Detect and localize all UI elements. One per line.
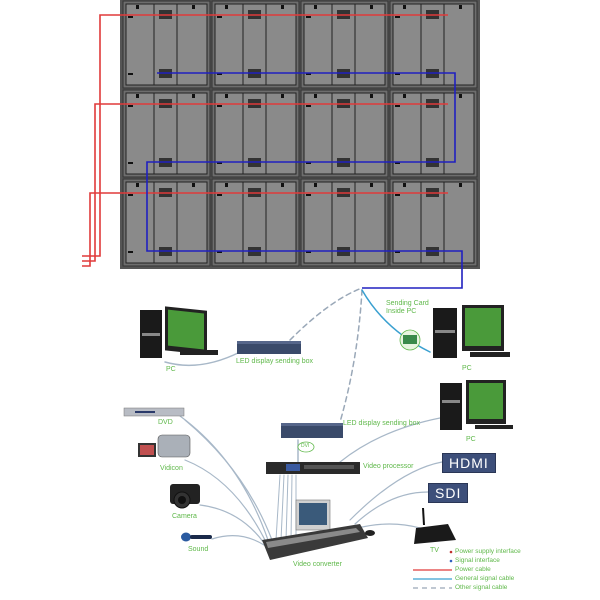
cable-tv [357,523,421,529]
led-cabinet [389,89,478,178]
sdi-badge: SDI [428,483,469,503]
power-cable [82,103,448,262]
led-cabinet [389,0,478,89]
led-cabinet [389,178,478,267]
label-sending-box-mid: LED display sending box [343,420,421,427]
video-converter-icon [262,499,375,560]
signal-cable-cabinets [146,72,463,289]
label-pc-sending-card: PC [462,365,472,372]
legend-power-cable: Power cable [455,566,491,573]
microphone-icon [181,532,212,542]
sending-box-mid-icon [281,423,343,438]
label-video-processor: Video processor [363,463,414,470]
power-cable [82,14,448,257]
dvd-player-icon [123,407,185,417]
label-dvd: DVD [158,419,173,426]
led-cabinet [300,0,389,89]
label-sending-card-line1: Sending Card [386,300,429,307]
label-dvi: DVI [301,443,310,449]
sending-box-top-icon [237,341,301,354]
label-pc-left: PC [166,366,176,373]
led-cabinet-wall [120,0,480,269]
led-cabinet [122,89,211,178]
label-tv: TV [430,547,439,554]
legend-blue-dot [449,559,453,563]
legend-signal-interface: Signal interface [455,557,500,564]
power-cable [82,192,448,267]
video-processor-icon [266,462,360,474]
label-video-converter: Video converter [293,561,342,568]
vidicon-icon [138,434,191,458]
label-sound: Sound [188,546,209,553]
pc-right-icon [440,380,513,430]
cable-hdmi [349,461,443,521]
dashed-cable-box-to-wall [289,287,363,341]
cable-sound [211,535,265,546]
camera-icon [170,484,200,509]
led-cabinet [300,89,389,178]
label-pc-right: PC [466,436,476,443]
label-vidicon: Vidicon [160,465,183,472]
led-cabinet [211,0,300,89]
legend-power-supply-interface: Power supply interface [455,548,521,555]
dashed-cable-wall-to-midbox [339,289,363,423]
label-sending-box-top: LED display sending box [236,358,314,365]
dvi-connector-icon [297,441,315,453]
led-cabinet [300,178,389,267]
cable-vidicon [184,459,267,543]
led-cabinet [122,0,211,89]
legend-red-dot [449,550,453,554]
hdmi-badge: HDMI [442,453,496,473]
cable-sdi [354,491,429,525]
pc-left-icon [140,306,218,358]
pc-sending-card-icon [399,305,510,358]
cable-bundle-processor-to-converter [275,474,297,541]
led-cabinet [211,178,300,267]
led-cabinet [122,178,211,267]
connection-cables [164,287,443,546]
tv-box-icon [414,507,456,544]
cable-pc-to-sendbox [164,351,241,367]
cable-pc-right [339,417,441,463]
signal-cable-wall-to-pc [361,289,431,353]
label-sending-card-line2: Inside PC [386,308,417,315]
label-camera: Camera [172,513,197,520]
led-cabinet [211,89,300,178]
legend-other-signal-cable: Other signal cable [455,584,508,591]
legend-general-signal-cable: General signal cable [455,575,515,582]
cable-dvd-b [184,419,273,541]
cable-camera [199,504,265,544]
legend-symbols [413,550,453,589]
